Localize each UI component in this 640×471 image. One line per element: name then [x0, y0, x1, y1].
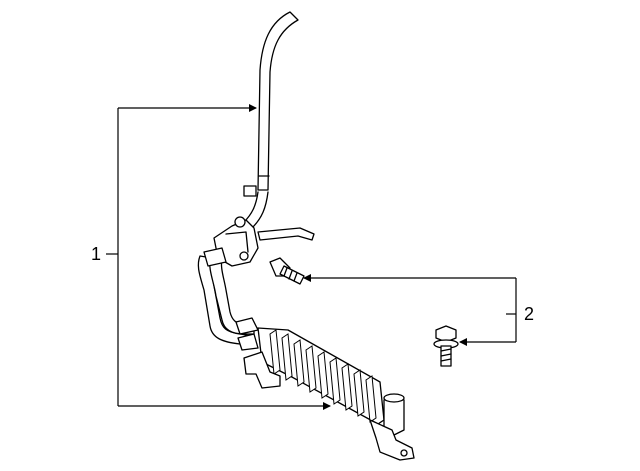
leader-lines-part-1 [106, 104, 331, 410]
cooler-fins [269, 329, 377, 423]
flange-bolt-lower-icon [433, 325, 459, 367]
callout-1: 1 [91, 244, 102, 264]
leader-lines-part-2 [303, 274, 517, 346]
callout-2: 2 [524, 304, 535, 324]
filler-tube [257, 11, 299, 191]
flange-bolt-upper-icon [269, 257, 305, 285]
oil-cooler-assembly-icon [197, 11, 415, 461]
